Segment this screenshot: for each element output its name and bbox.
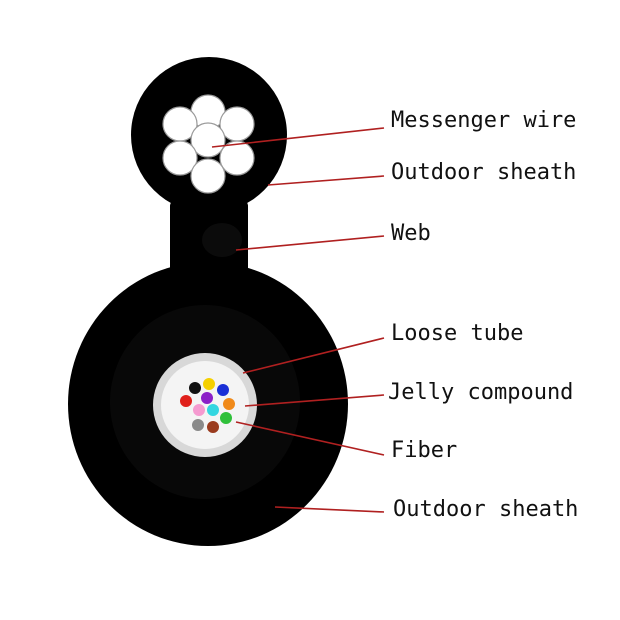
wire-strand — [190, 158, 226, 194]
fiber-red — [180, 395, 192, 407]
fiber-orange — [223, 398, 235, 410]
fiber-green — [220, 412, 232, 424]
cable-cross-section — [68, 57, 348, 546]
fiber-cyan — [207, 404, 219, 416]
fiber-pink — [193, 404, 205, 416]
fiber-blue — [217, 384, 229, 396]
label-jelly-compound: Jelly compound — [388, 380, 573, 405]
leader-line-jelly-compound — [244, 394, 385, 407]
leader-line-outdoor-sheath-lower — [274, 506, 385, 513]
wire-strand — [190, 122, 226, 158]
fiber-bundle — [180, 378, 235, 433]
fiber-brown — [207, 421, 219, 433]
label-messenger-wire: Messenger wire — [391, 108, 576, 133]
leader-line-fiber — [235, 421, 385, 456]
jelly-compound — [161, 361, 249, 449]
label-outdoor-sheath-upper: Outdoor sheath — [391, 160, 576, 185]
messenger-wire-strands — [162, 94, 255, 194]
callout-labels: Messenger wire Outdoor sheath Web Loose … — [388, 108, 578, 522]
leader-line-messenger-wire — [211, 127, 385, 148]
leader-line-outdoor-sheath-upper — [267, 175, 385, 186]
fiber-purple — [201, 392, 213, 404]
label-fiber: Fiber — [391, 438, 457, 463]
wire-strand — [219, 140, 255, 176]
label-web: Web — [391, 221, 431, 246]
wire-strand — [162, 140, 198, 176]
leader-line-loose-tube — [242, 337, 385, 374]
fiber-yellow — [203, 378, 215, 390]
fiber-gray — [192, 419, 204, 431]
leader-lines — [211, 127, 385, 513]
fiber-black — [189, 382, 201, 394]
web-inner-shadow — [202, 223, 242, 257]
leader-line-web — [235, 235, 385, 251]
label-loose-tube: Loose tube — [391, 321, 523, 346]
label-outdoor-sheath-lower: Outdoor sheath — [393, 497, 578, 522]
